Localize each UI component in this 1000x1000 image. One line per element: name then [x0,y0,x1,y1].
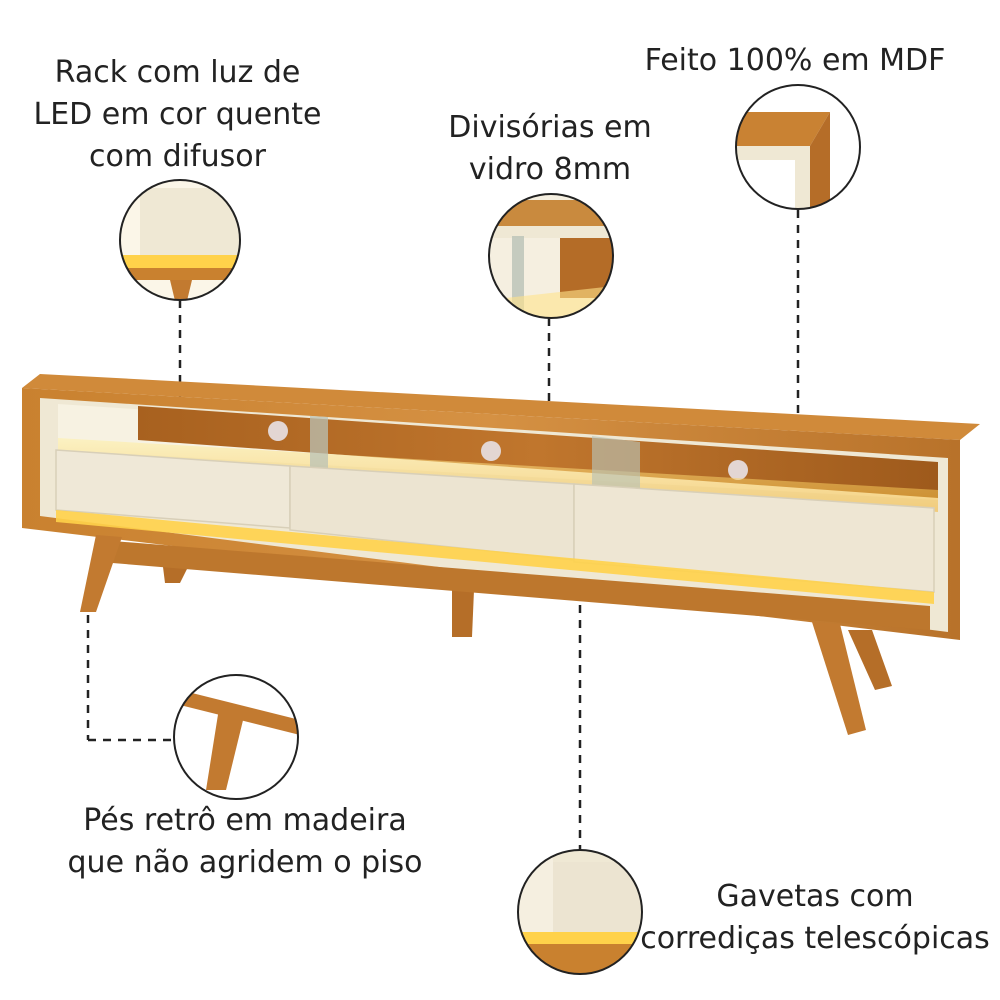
caption-led-lighting: Rack com luz de LED em cor quente com di… [25,52,330,178]
caption-retro-legs: Pés retrô em madeira que não agridem o p… [40,800,450,884]
zoom-circle-glass [488,193,614,319]
zoom-circle-led [119,179,241,301]
caption-line: Pés retrô em madeira [83,803,407,838]
zoom-circle-drawers [517,849,643,975]
caption-line: corrediças telescópicas [640,921,990,956]
caption-glass-dividers: Divisórias em vidro 8mm [430,107,670,191]
caption-line: Feito 100% em MDF [644,43,946,78]
led-strip [56,510,934,604]
caption-line: LED em cor quente [33,97,322,132]
cable-hole [481,441,501,461]
caption-line: Divisórias em [448,110,652,145]
caption-line: vidro 8mm [468,152,632,187]
cable-hole [268,421,288,441]
glass-divider [310,416,328,480]
back-legs [163,567,892,690]
zoom-circle-legs [173,674,299,800]
caption-line: Gavetas com [716,879,914,914]
caption-line: que não agridem o piso [67,845,423,880]
caption-line: Rack com luz de [54,55,301,90]
caption-mdf: Feito 100% em MDF [620,40,970,82]
rack-body [22,374,980,640]
zoom-circle-mdf [735,84,861,210]
front-legs [80,535,866,735]
caption-line: com difusor [89,139,266,174]
cable-hole [728,460,748,480]
glass-divider [592,436,640,498]
caption-drawers: Gavetas com corrediças telescópicas [630,876,1000,960]
